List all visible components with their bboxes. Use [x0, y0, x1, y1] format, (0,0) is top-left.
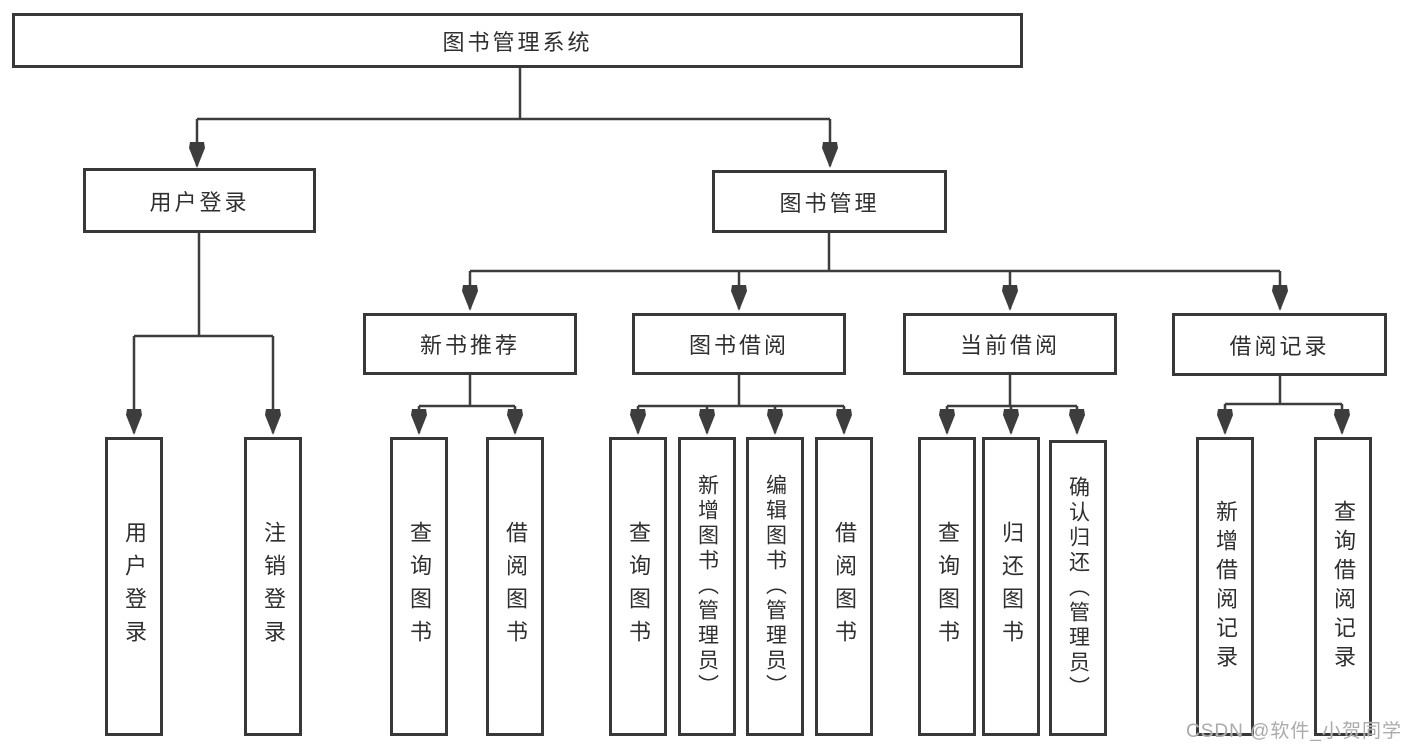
leaf-borrow-edit-admin: 编辑图书（管理员）: [746, 437, 804, 736]
leaf-borrow-add-admin-label: 新增图书（管理员）: [695, 474, 719, 699]
leaf-borrow-add-admin: 新增图书（管理员）: [678, 437, 736, 736]
node-book-mgmt: 图书管理: [712, 170, 947, 233]
leaf-borrow-query-label: 查询图书: [626, 520, 651, 653]
leaf-newbook-borrow: 借阅图书: [486, 437, 544, 736]
connector-book-borrow-children: [630, 375, 852, 435]
node-book-borrow-label: 图书借阅: [688, 333, 789, 358]
leaf-newbook-query-label: 查询图书: [407, 520, 432, 653]
leaf-current-confirm-admin-label: 确认归还（管理员）: [1066, 475, 1090, 701]
node-book-mgmt-label: 图书管理: [779, 190, 880, 216]
node-borrow-record: 借阅记录: [1172, 313, 1387, 376]
node-new-book: 新书推荐: [363, 313, 577, 375]
leaf-record-query-label: 查询借阅记录: [1331, 499, 1356, 674]
connector-borrow-record-children: [1217, 376, 1350, 435]
leaf-borrow-query: 查询图书: [609, 437, 667, 736]
leaf-newbook-borrow-label: 借阅图书: [503, 520, 528, 653]
node-root-system: 图书管理系统: [12, 13, 1023, 68]
leaf-borrow-book: 借阅图书: [815, 437, 873, 736]
connector-user-login-children: [126, 233, 281, 435]
connector-new-book-children: [411, 375, 523, 435]
node-user-login: 用户登录: [83, 168, 316, 233]
node-book-borrow: 图书借阅: [632, 313, 846, 375]
node-current-borrow: 当前借阅: [903, 313, 1117, 375]
leaf-current-query-label: 查询图书: [935, 520, 960, 653]
leaf-logout: 注销登录: [244, 437, 302, 736]
connector-current-borrow-children: [939, 375, 1085, 435]
node-root-label: 图书管理系统: [442, 29, 593, 55]
leaf-logout-label: 注销登录: [261, 520, 286, 653]
leaf-current-return: 归还图书: [982, 437, 1040, 736]
connector-root-to-level2: [189, 68, 838, 168]
leaf-record-add: 新增借阅记录: [1196, 437, 1254, 736]
node-new-book-label: 新书推荐: [419, 333, 520, 358]
leaf-current-confirm-admin: 确认归还（管理员）: [1049, 440, 1107, 736]
node-current-borrow-label: 当前借阅: [959, 333, 1060, 358]
leaf-borrow-book-label: 借阅图书: [832, 520, 857, 653]
node-user-login-label: 用户登录: [149, 189, 250, 215]
leaf-record-query: 查询借阅记录: [1314, 437, 1372, 736]
leaf-newbook-query: 查询图书: [390, 437, 448, 736]
node-borrow-record-label: 借阅记录: [1229, 333, 1330, 359]
leaf-borrow-edit-admin-label: 编辑图书（管理员）: [763, 474, 787, 699]
leaf-current-return-label: 归还图书: [999, 520, 1024, 653]
leaf-user-login: 用户登录: [105, 437, 163, 736]
leaf-record-add-label: 新增借阅记录: [1213, 499, 1238, 674]
csdn-watermark: CSDN @软件_小贺同学: [1186, 721, 1402, 742]
connector-book-mgmt-children: [462, 233, 1288, 311]
leaf-current-query: 查询图书: [918, 437, 976, 736]
leaf-user-login-label: 用户登录: [122, 520, 147, 653]
